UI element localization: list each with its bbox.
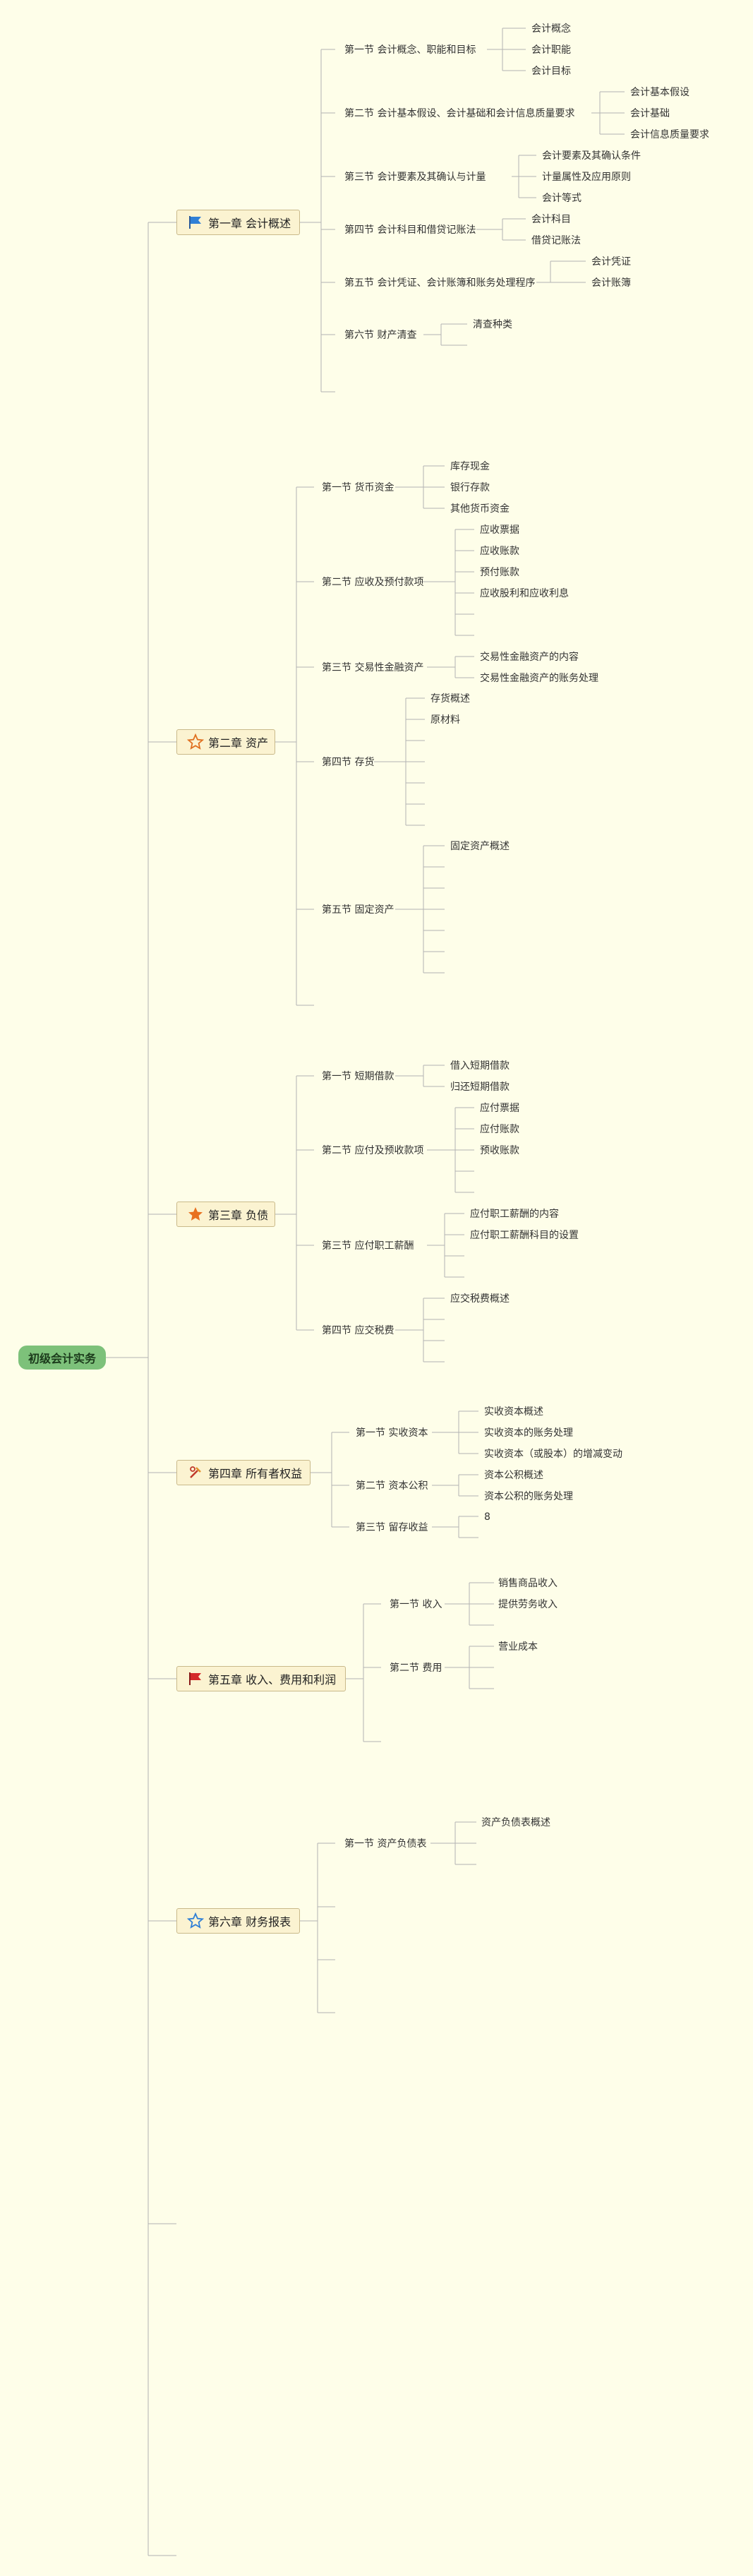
root-node[interactable]: 初级会计实务 — [18, 1346, 106, 1370]
chapter-label: 第一章 会计概述 — [208, 217, 291, 230]
chapter-node-6[interactable]: 第六章 财务报表 — [176, 1908, 300, 1934]
topic-node[interactable]: 会计等式 — [542, 193, 582, 204]
section-node[interactable]: 第二节 会计基本假设、会计基础和会计信息质量要求 — [344, 108, 575, 119]
topic-node[interactable]: 清查种类 — [473, 319, 512, 330]
topic-node[interactable]: 实收资本（或股本）的增减变动 — [484, 1449, 622, 1460]
topic-node[interactable]: 应收股利和应收利息 — [480, 588, 569, 599]
blue-flag-icon — [187, 214, 204, 231]
section-node[interactable]: 第一节 货币资金 — [322, 482, 394, 493]
chapter-node-5[interactable]: 第五章 收入、费用和利润 — [176, 1666, 346, 1691]
topic-node[interactable]: 归还短期借款 — [450, 1082, 510, 1093]
topic-node[interactable]: 资产负债表概述 — [481, 1817, 550, 1828]
section-node[interactable]: 第四节 存货 — [322, 757, 375, 768]
section-node[interactable]: 第一节 短期借款 — [322, 1071, 394, 1082]
section-node[interactable]: 第一节 会计概念、职能和目标 — [344, 44, 476, 56]
chapter-node-1[interactable]: 第一章 会计概述 — [176, 210, 300, 235]
topic-node[interactable]: 计量属性及应用原则 — [542, 172, 631, 183]
section-node[interactable]: 第二节 应收及预付款项 — [322, 577, 424, 588]
topic-node[interactable]: 预付账款 — [480, 567, 519, 578]
topic-node[interactable]: 会计账簿 — [591, 277, 631, 289]
topic-node[interactable]: 会计凭证 — [591, 256, 631, 268]
topic-node[interactable]: 银行存款 — [450, 482, 490, 493]
chapter-label: 第六章 财务报表 — [208, 1915, 291, 1929]
chapter-node-3[interactable]: 第三章 负债 — [176, 1202, 275, 1227]
section-node[interactable]: 第三节 留存收益 — [356, 1522, 428, 1533]
section-node[interactable]: 第四节 应交税费 — [322, 1325, 394, 1336]
topic-node[interactable]: 提供劳务收入 — [498, 1599, 558, 1610]
orange-star-icon — [187, 1206, 204, 1223]
topic-node[interactable]: 营业成本 — [498, 1641, 538, 1653]
topic-node[interactable]: 会计职能 — [531, 44, 571, 56]
section-node[interactable]: 第二节 应付及预收款项 — [322, 1145, 424, 1156]
topic-node[interactable]: 预收账款 — [480, 1145, 519, 1156]
topic-node[interactable]: 交易性金融资产的账务处理 — [480, 673, 598, 684]
topic-node[interactable]: 会计要素及其确认条件 — [542, 150, 641, 162]
section-node[interactable]: 第四节 会计科目和借贷记账法 — [344, 224, 476, 236]
topic-node[interactable]: 交易性金融资产的内容 — [480, 652, 579, 663]
orange-star-outline-icon — [186, 733, 205, 750]
topic-node[interactable]: 原材料 — [430, 714, 460, 726]
topic-node[interactable]: 应收票据 — [480, 525, 519, 536]
topic-node[interactable]: 借贷记账法 — [531, 235, 581, 246]
topic-node[interactable]: 会计基础 — [630, 108, 670, 119]
section-node[interactable]: 第二节 资本公积 — [356, 1480, 428, 1492]
section-node[interactable]: 第五节 固定资产 — [322, 904, 394, 916]
section-node[interactable]: 第一节 收入 — [390, 1599, 442, 1610]
topic-node[interactable]: 应付职工薪酬科目的设置 — [470, 1230, 579, 1241]
chapter-label: 第二章 资产 — [208, 736, 269, 750]
topic-node[interactable]: 应付职工薪酬的内容 — [470, 1209, 559, 1220]
topic-node[interactable]: 8 — [484, 1511, 490, 1523]
section-node[interactable]: 第五节 会计凭证、会计账簿和账务处理程序 — [344, 277, 536, 289]
tools-icon — [187, 1464, 204, 1481]
topic-node[interactable]: 实收资本概述 — [484, 1406, 543, 1418]
topic-node[interactable]: 借入短期借款 — [450, 1060, 510, 1072]
red-flag-icon — [187, 1670, 204, 1687]
section-node[interactable]: 第三节 应付职工薪酬 — [322, 1240, 414, 1252]
chapter-node-2[interactable]: 第二章 资产 — [176, 729, 275, 755]
topic-node[interactable]: 实收资本的账务处理 — [484, 1427, 573, 1439]
chapter-label: 第五章 收入、费用和利润 — [208, 1673, 337, 1687]
topic-node[interactable]: 应交税费概述 — [450, 1293, 510, 1305]
topic-node[interactable]: 应收账款 — [480, 546, 519, 557]
chapter-node-4[interactable]: 第四章 所有者权益 — [176, 1460, 311, 1485]
section-node[interactable]: 第一节 资产负债表 — [344, 1838, 427, 1850]
topic-node[interactable]: 会计基本假设 — [630, 87, 689, 98]
chapter-label: 第四章 所有者权益 — [208, 1467, 303, 1480]
section-node[interactable]: 第三节 会计要素及其确认与计量 — [344, 172, 486, 183]
topic-node[interactable]: 资本公积的账务处理 — [484, 1491, 573, 1502]
topic-node[interactable]: 会计科目 — [531, 214, 571, 225]
section-node[interactable]: 第一节 实收资本 — [356, 1427, 428, 1439]
topic-node[interactable]: 资本公积概述 — [484, 1470, 543, 1481]
topic-node[interactable]: 销售商品收入 — [498, 1578, 558, 1589]
section-node[interactable]: 第三节 交易性金融资产 — [322, 662, 424, 673]
chapter-label: 第三章 负债 — [208, 1209, 269, 1222]
blue-star-outline-icon — [186, 1912, 205, 1929]
topic-node[interactable]: 库存现金 — [450, 461, 490, 472]
topic-node[interactable]: 会计信息质量要求 — [630, 129, 709, 140]
topic-node[interactable]: 应付账款 — [480, 1124, 519, 1135]
topic-node[interactable]: 固定资产概述 — [450, 841, 510, 852]
section-node[interactable]: 第六节 财产清查 — [344, 330, 417, 341]
section-node[interactable]: 第二节 费用 — [390, 1663, 442, 1674]
topic-node[interactable]: 其他货币资金 — [450, 503, 510, 515]
topic-node[interactable]: 会计目标 — [531, 66, 571, 77]
topic-node[interactable]: 存货概述 — [430, 693, 470, 705]
topic-node[interactable]: 应付票据 — [480, 1103, 519, 1114]
topic-node[interactable]: 会计概念 — [531, 23, 571, 35]
